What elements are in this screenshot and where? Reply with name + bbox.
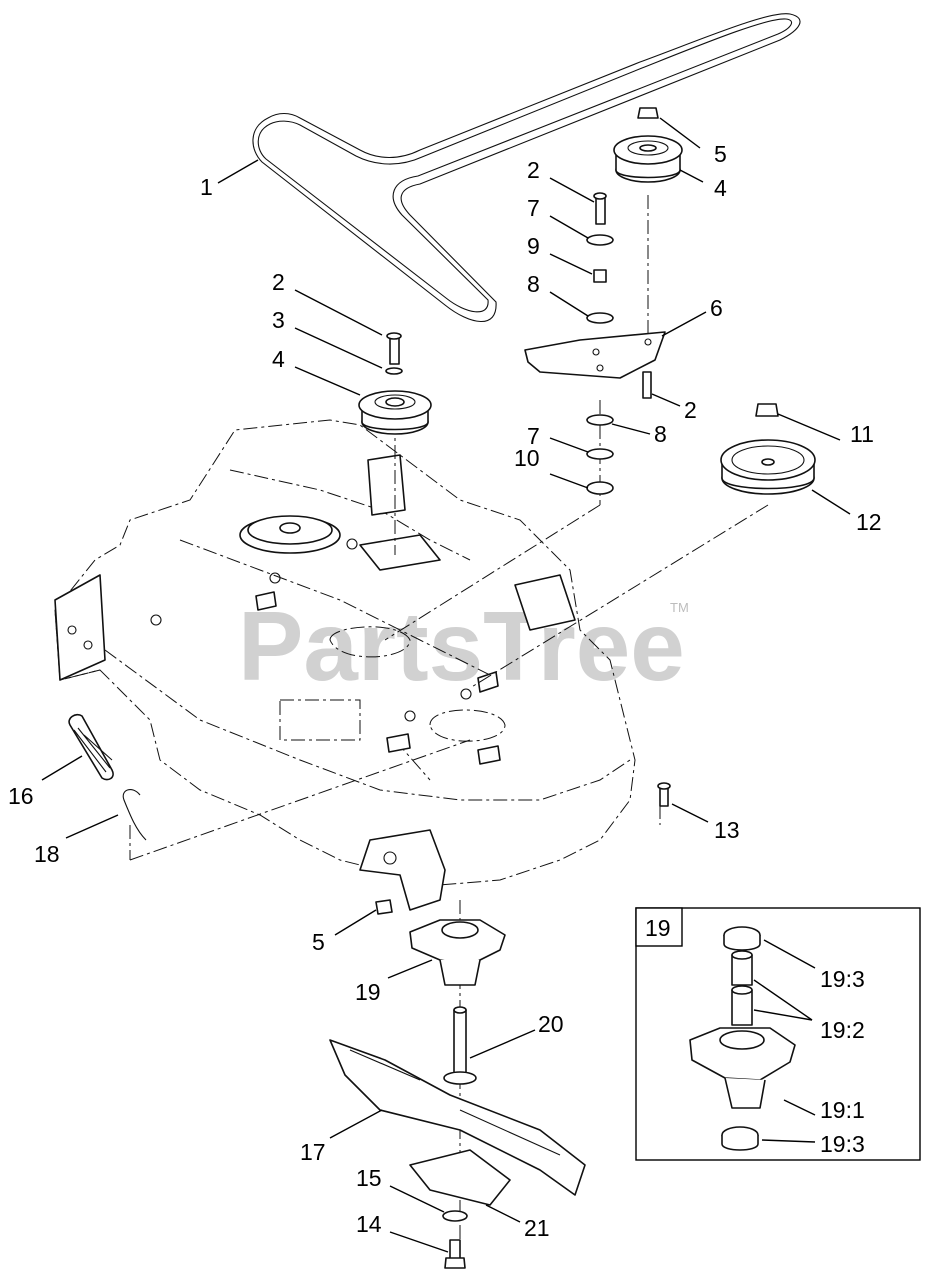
belt <box>252 13 801 323</box>
lower-nut <box>375 899 393 915</box>
blade-hardware <box>409 1149 511 1269</box>
callout-inset-19-3-top: 19:3 <box>820 966 865 992</box>
callout-14: 14 <box>356 1211 382 1237</box>
callout-10: 10 <box>514 445 540 471</box>
spindle-housing <box>409 919 506 986</box>
callout-2-left: 2 <box>272 269 285 295</box>
inset-title: 19 <box>645 915 671 941</box>
callout-20: 20 <box>538 1011 564 1037</box>
callout-17: 17 <box>300 1139 326 1165</box>
inset-spindle-detail: 19 19:3 19:2 19:1 19:3 <box>635 907 921 1161</box>
callout-2-stack: 2 <box>527 157 540 183</box>
callout-7-lower: 7 <box>527 423 540 449</box>
idler-pulley-right <box>613 107 683 183</box>
callout-1: 1 <box>200 174 213 200</box>
callout-3: 3 <box>272 307 285 333</box>
callout-4-left: 4 <box>272 346 285 372</box>
callout-16: 16 <box>8 783 34 809</box>
spring-hook <box>122 789 147 841</box>
watermark-trademark: TM <box>670 600 689 615</box>
callout-5-top: 5 <box>714 141 727 167</box>
callouts: 1 2 3 4 5 4 2 7 9 8 6 2 7 8 10 11 12 16 … <box>8 141 882 1241</box>
callout-21: 21 <box>524 1215 550 1241</box>
spindle-shaft <box>443 1006 477 1085</box>
callout-8-upper: 8 <box>527 271 540 297</box>
callout-18: 18 <box>34 841 60 867</box>
watermark-text: PartsTree <box>238 591 685 701</box>
callout-15: 15 <box>356 1165 382 1191</box>
idler-pulley-left <box>358 332 432 435</box>
deck-bolt <box>657 782 671 807</box>
callout-2-right: 2 <box>684 397 697 423</box>
callout-inset-19-3-bottom: 19:3 <box>820 1131 865 1157</box>
callout-inset-19-2: 19:2 <box>820 1017 865 1043</box>
spindle-pulley <box>720 403 816 495</box>
callout-11: 11 <box>850 421 874 447</box>
leader-lines <box>41 117 851 1253</box>
callout-9: 9 <box>527 233 540 259</box>
callout-19: 19 <box>355 979 381 1005</box>
callout-5-lower: 5 <box>312 929 325 955</box>
callout-12: 12 <box>856 509 882 535</box>
callout-13: 13 <box>714 817 740 843</box>
callout-inset-19-1: 19:1 <box>820 1097 865 1123</box>
callout-4-right: 4 <box>714 175 727 201</box>
idler-arm-assembly <box>524 192 666 495</box>
callout-7-upper: 7 <box>527 195 540 221</box>
mower-blade <box>329 1039 586 1196</box>
mower-deck <box>54 419 636 911</box>
callout-8-lower: 8 <box>654 421 667 447</box>
tension-spring <box>68 713 114 781</box>
callout-6: 6 <box>710 295 723 321</box>
